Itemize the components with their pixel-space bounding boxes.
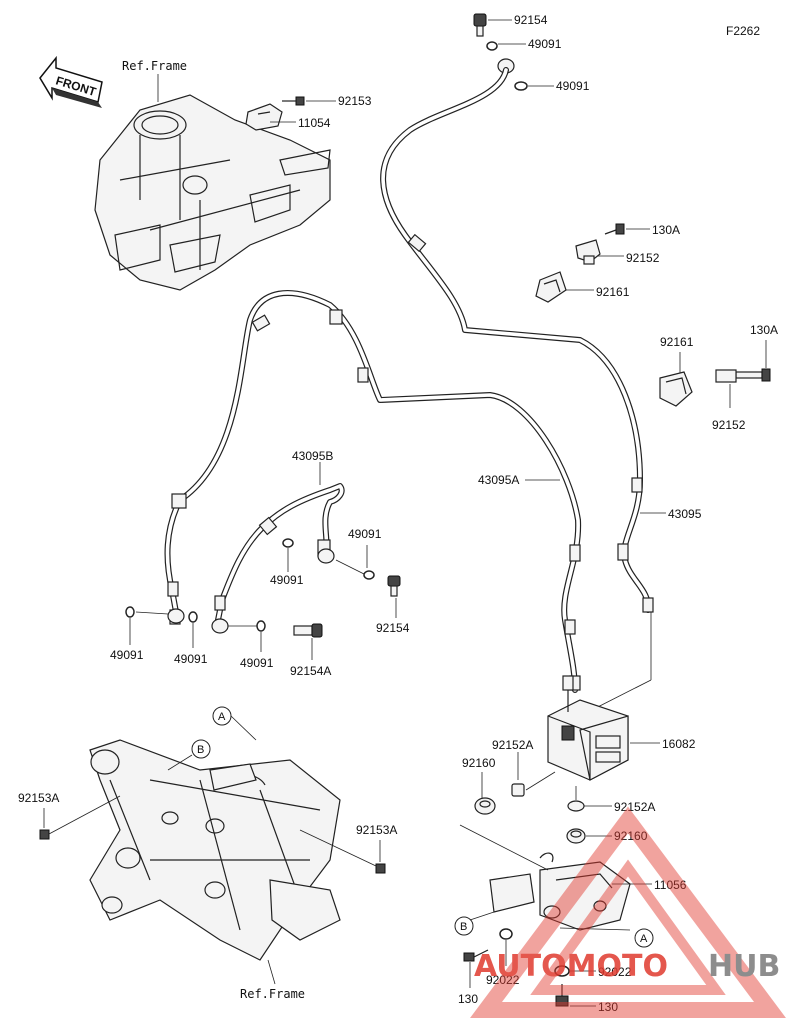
- washer-49091-b: [514, 81, 528, 91]
- banjo-bolt-92154-mid: [387, 575, 401, 597]
- watermark-part2: HUB: [708, 949, 780, 984]
- callout-130-b: 130: [598, 1000, 618, 1014]
- callout-92161-b: 92161: [660, 335, 694, 349]
- callout-49091-g: 49091: [240, 656, 274, 670]
- collar-92152-b: [715, 369, 737, 383]
- callout-49091-b: 49091: [556, 79, 590, 93]
- callout-92153A-b: 92153A: [356, 823, 397, 837]
- callout-130A-b: 130A: [750, 323, 778, 337]
- callout-92022-b: 92022: [598, 965, 632, 979]
- diagram-code: F2262: [726, 24, 760, 38]
- banjo-bolt-92154A: [293, 623, 323, 638]
- svg-text:B: B: [197, 744, 204, 756]
- callout-92022-a: 92022: [486, 973, 520, 987]
- callout-130A-a: 130A: [652, 223, 680, 237]
- callout-11054: 11054: [298, 116, 331, 130]
- ref-marker-a-bottom: A: [634, 928, 654, 948]
- damper-92160-b: [566, 828, 586, 844]
- watermark-part1: AUTOMOTO: [474, 949, 668, 984]
- banjo-bolt-92154-top: [473, 13, 487, 37]
- bolt-92153A-a: [39, 795, 121, 840]
- ref-marker-a-top: A: [212, 706, 232, 726]
- brake-hose-43095A: [177, 290, 582, 693]
- callout-49091-e: 49091: [110, 648, 144, 662]
- callout-92152-b: 92152: [712, 418, 746, 432]
- callout-92160-b: 92160: [614, 829, 648, 843]
- callout-92153A-a: 92153A: [18, 791, 59, 805]
- ref-frame-top-label: Ref.Frame: [122, 59, 187, 73]
- abs-unit-16082: [547, 675, 629, 781]
- callout-92152A-b: 92152A: [614, 800, 655, 814]
- grommet-92161-b: [659, 371, 693, 407]
- bolt-92153A-b: [299, 829, 386, 874]
- damper-92160-a: [474, 797, 496, 815]
- callout-49091-a: 49091: [528, 37, 562, 51]
- washer-49091-e: [125, 606, 135, 618]
- callout-92154A: 92154A: [290, 664, 331, 678]
- washer-49091-a: [486, 41, 498, 51]
- collar-92152A-b: [567, 800, 585, 812]
- callout-92154-top: 92154: [514, 13, 548, 27]
- brake-hose-43095: [380, 67, 654, 613]
- bolt-130-b: [555, 984, 569, 1007]
- bracket-11056: [489, 852, 631, 931]
- upper-frame-drawing: [94, 94, 331, 291]
- washer-92022-a: [499, 928, 513, 940]
- callout-43095: 43095: [668, 507, 702, 521]
- bolt-92153: [282, 96, 305, 106]
- washer-49091-d: [363, 570, 375, 580]
- ref-marker-b-bottom: B: [454, 916, 474, 936]
- callout-11056: 11056: [654, 878, 687, 892]
- washer-92022-b: [554, 965, 570, 977]
- callout-43095A: 43095A: [478, 473, 519, 487]
- callout-92153-top: 92153: [338, 94, 372, 108]
- callout-92154-mid: 92154: [376, 621, 410, 635]
- collar-92152A-a: [511, 783, 525, 797]
- callout-49091-d: 49091: [348, 527, 382, 541]
- svg-text:A: A: [218, 711, 226, 723]
- svg-text:B: B: [460, 921, 467, 933]
- bolt-130-a: [463, 949, 489, 962]
- bolt-130A-a: [604, 223, 625, 235]
- clamp-11054: [245, 103, 283, 131]
- callout-130-a: 130: [458, 992, 478, 1006]
- callout-49091-c: 49091: [270, 573, 304, 587]
- callout-49091-f: 49091: [174, 652, 208, 666]
- washer-49091-g: [256, 620, 266, 632]
- ref-marker-b-top: B: [191, 739, 211, 759]
- callout-43095B: 43095B: [292, 449, 333, 463]
- lower-frame-drawing: [89, 739, 341, 961]
- bolt-130A-b: [735, 368, 771, 382]
- washer-49091-f: [188, 611, 198, 623]
- callout-92152A-a: 92152A: [492, 738, 533, 752]
- washer-49091-c: [282, 538, 294, 548]
- svg-text:A: A: [640, 933, 648, 945]
- front-arrow-icon: FRONT: [39, 55, 103, 108]
- brake-hose-left-branch: [164, 493, 187, 625]
- callout-92152-a: 92152: [626, 251, 660, 265]
- ref-frame-bottom-label: Ref.Frame: [240, 987, 305, 1001]
- callout-16082: 16082: [662, 737, 696, 751]
- brake-hose-43095B: [214, 483, 345, 623]
- watermark-logo: AUTOMOTO HUB: [470, 806, 786, 1018]
- collar-92152-a: [575, 239, 601, 265]
- callout-92160-a: 92160: [462, 756, 496, 770]
- callout-92161-a: 92161: [596, 285, 630, 299]
- grommet-92161-a: [535, 271, 567, 303]
